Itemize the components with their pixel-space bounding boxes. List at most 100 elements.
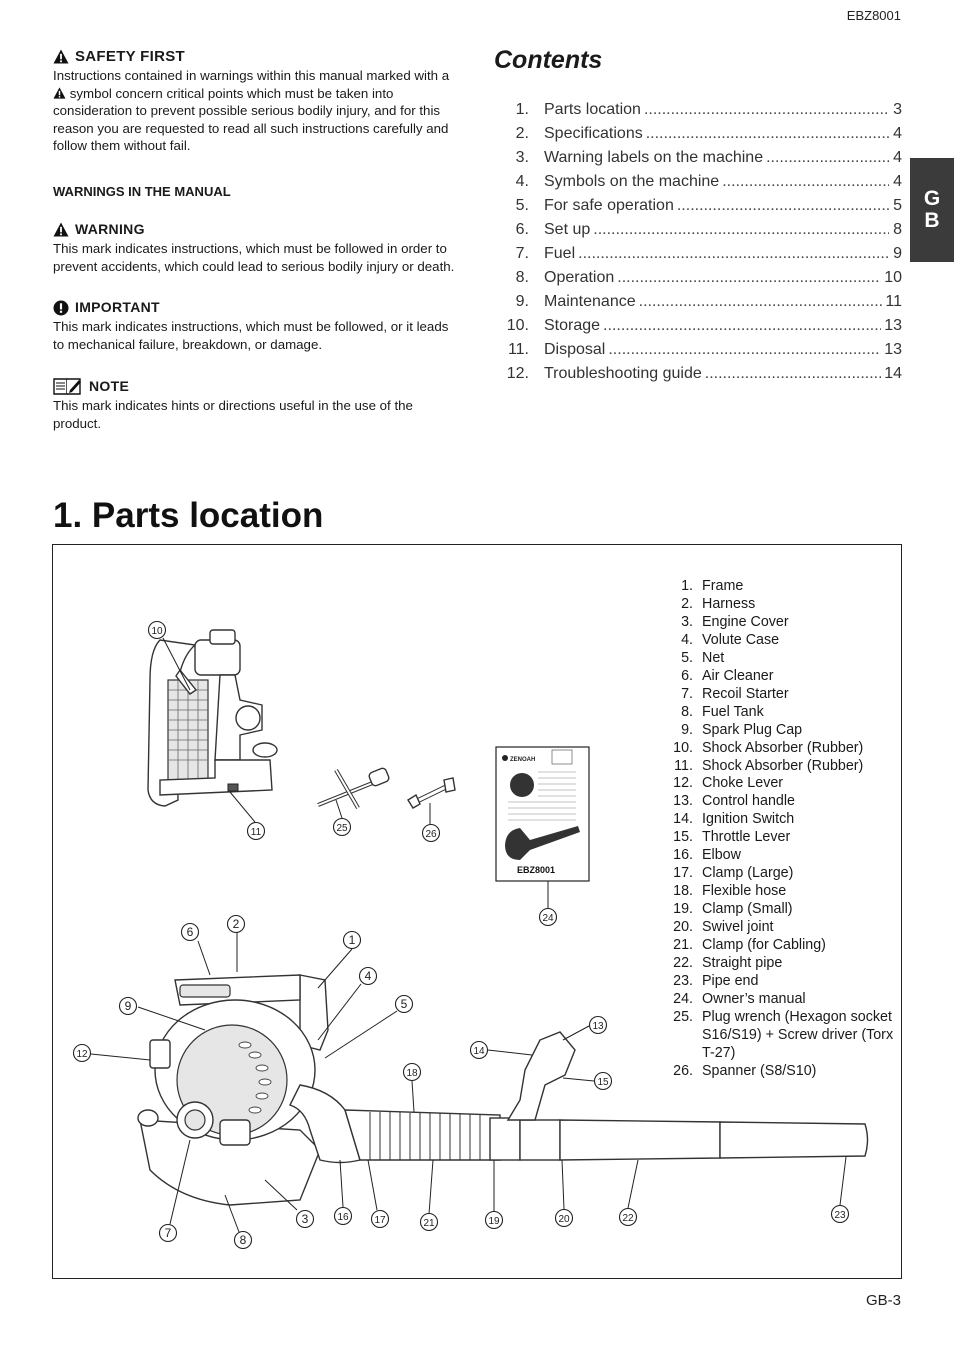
important-block: IMPORTANT This mark indicates instructio… — [53, 299, 463, 353]
svg-text:6: 6 — [187, 925, 194, 939]
part-number: 25. — [673, 1008, 693, 1025]
svg-text:18: 18 — [406, 1068, 418, 1079]
part-number: 12. — [673, 775, 693, 792]
callout-leader-lines — [90, 637, 847, 1233]
part-name: Flexible hose — [702, 883, 787, 900]
safety-first-text: Instructions contained in warnings withi… — [53, 67, 463, 154]
language-tab: G B — [910, 158, 954, 262]
section-title: 1. Parts location — [53, 496, 324, 535]
toc-row: 6.Set up8 — [494, 221, 902, 245]
part-name: Shock Absorber (Rubber) — [702, 739, 864, 756]
safety-section: SAFETY FIRST Instructions contained in w… — [53, 48, 463, 432]
note-book-icon — [53, 378, 81, 395]
part-name: Control handle — [702, 793, 795, 810]
part-name: Volute Case — [702, 631, 780, 648]
owners-manual-drawing: ZENOAH EBZ8001 — [495, 746, 590, 882]
manual-model: EBZ8001 — [517, 865, 555, 875]
toc-row: 2.Specifications4 — [494, 125, 902, 149]
warning-triangle-icon — [53, 49, 69, 64]
part-number: 24. — [673, 990, 693, 1007]
callout-8: 8 — [233, 1230, 253, 1250]
toc-number: 7. — [515, 245, 529, 262]
part-item: 22.Straight pipe — [667, 955, 907, 973]
toc-row: 8.Operation10 — [494, 269, 902, 293]
toc-number: 9. — [515, 293, 529, 310]
callout-9: 9 — [118, 996, 138, 1016]
manual-brand: ZENOAH — [510, 757, 535, 763]
part-number: 18. — [673, 883, 693, 900]
part-item: 11.Shock Absorber (Rubber) — [667, 758, 907, 776]
callout-23: 23 — [830, 1204, 850, 1224]
part-item: 21.Clamp (for Cabling) — [667, 937, 907, 955]
svg-text:3: 3 — [302, 1212, 309, 1226]
svg-text:4: 4 — [365, 969, 372, 983]
svg-text:11: 11 — [251, 827, 262, 838]
note-heading: NOTE — [53, 377, 463, 395]
part-item: 18. Flexible hose — [667, 883, 907, 901]
svg-text:7: 7 — [165, 1226, 172, 1240]
svg-text:22: 22 — [622, 1213, 634, 1224]
toc-label: Disposal — [544, 341, 606, 358]
part-name: Ignition Switch — [702, 811, 795, 828]
part-name: Owner’s manual — [702, 990, 806, 1007]
svg-text:26: 26 — [425, 829, 437, 840]
part-name: Plug wrench (Hexagon socket S16/S19) + S… — [702, 1008, 894, 1061]
warning-text: This mark indicates instructions, which … — [53, 241, 455, 274]
toc-page: 14 — [884, 365, 902, 382]
part-number: 11. — [674, 757, 693, 774]
svg-text:14: 14 — [473, 1046, 485, 1057]
part-item: 19.Clamp (Small) — [667, 901, 907, 919]
svg-text:15: 15 — [597, 1077, 609, 1088]
callout-19: 19 — [484, 1210, 504, 1230]
part-item: 16. Elbow — [667, 847, 907, 865]
language-tab-letter-g: G — [923, 187, 941, 210]
part-number: 26. — [673, 1062, 693, 1079]
safety-first-heading: SAFETY FIRST — [53, 48, 463, 65]
callout-10: 10 — [147, 620, 167, 640]
part-name: Spark Plug Cap — [702, 721, 803, 738]
part-name: Throttle Lever — [702, 829, 791, 846]
toc-row: 7.Fuel9 — [494, 245, 902, 269]
part-number: 21. — [673, 937, 693, 954]
svg-text:23: 23 — [834, 1210, 846, 1221]
svg-text:21: 21 — [423, 1218, 435, 1229]
toc-number: 10. — [506, 317, 529, 334]
toc-number: 2. — [515, 125, 529, 142]
toc-label: Troubleshooting guide — [544, 365, 702, 382]
part-item: 3.Engine Cover — [667, 614, 907, 632]
callout-1: 1 — [342, 930, 362, 950]
toc-page: 4 — [893, 173, 902, 190]
part-item: 5.Net — [667, 650, 907, 668]
toc-row: 11.Disposal13 — [494, 341, 902, 365]
important-title: IMPORTANT — [75, 299, 160, 316]
callout-7: 7 — [158, 1223, 178, 1243]
part-number: 1. — [681, 578, 693, 594]
part-item: 1.Frame — [667, 578, 907, 596]
toc-page: 8 — [893, 221, 902, 238]
part-name: Pipe end — [702, 972, 759, 989]
part-number: 20. — [673, 919, 693, 936]
part-number: 6. — [681, 667, 693, 684]
warning-heading: WARNING — [53, 221, 463, 238]
callout-12: 12 — [72, 1043, 92, 1063]
toc-number: 11. — [507, 341, 529, 358]
toc-number: 4. — [515, 173, 529, 190]
part-number: 16. — [673, 847, 693, 864]
blower-main-drawing — [137, 974, 329, 1206]
part-number: 4. — [681, 631, 693, 648]
toc-row: 12.Troubleshooting guide14 — [494, 365, 902, 389]
toc-number: 6. — [515, 221, 529, 238]
part-name: Air Cleaner — [702, 667, 774, 684]
callout-14: 14 — [469, 1040, 489, 1060]
safety-text-part1: Instructions contained in warnings withi… — [53, 68, 450, 84]
callout-22: 22 — [618, 1207, 638, 1227]
part-item: 7.Recoil Starter — [667, 686, 907, 704]
warnings-in-manual-heading: WARNINGS IN THE MANUAL — [53, 184, 231, 200]
callout-26: 26 — [421, 823, 441, 843]
callout-15: 15 — [593, 1071, 613, 1091]
svg-text:9: 9 — [125, 999, 132, 1013]
part-name: Elbow — [702, 847, 741, 864]
safety-first-title: SAFETY FIRST — [75, 48, 185, 65]
toc-page: 10 — [884, 269, 902, 286]
